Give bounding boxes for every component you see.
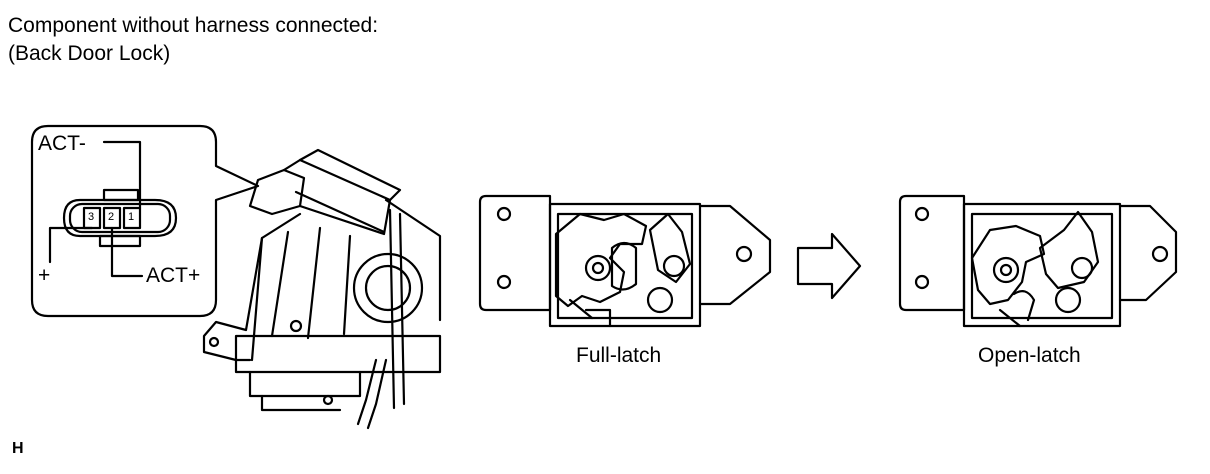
pin-1-label: 1 xyxy=(128,211,135,223)
plus-label: + xyxy=(38,264,51,287)
pin-3-label: 3 xyxy=(88,211,95,223)
full-latch-view xyxy=(478,194,772,328)
act-minus-leader xyxy=(102,140,142,210)
back-door-lock-assembly xyxy=(202,148,442,430)
plus-leader xyxy=(48,226,94,264)
arrow-icon xyxy=(796,232,862,300)
diagram-title: Component without harness connected: (Ba… xyxy=(8,12,378,68)
act-minus-label: ACT- xyxy=(38,132,86,155)
full-latch-label: Full-latch xyxy=(576,344,662,367)
title-line-2: (Back Door Lock) xyxy=(8,42,171,65)
pin-2-label: 2 xyxy=(108,211,115,223)
open-latch-label: Open-latch xyxy=(978,344,1081,367)
connector-callout xyxy=(30,124,260,318)
title-line-1: Component without harness connected: xyxy=(8,14,379,37)
open-latch-view xyxy=(898,194,1178,328)
act-plus-label: ACT+ xyxy=(146,264,201,287)
connector-icon xyxy=(62,188,178,248)
act-plus-leader xyxy=(110,226,144,278)
corner-mark: H xyxy=(12,440,24,457)
